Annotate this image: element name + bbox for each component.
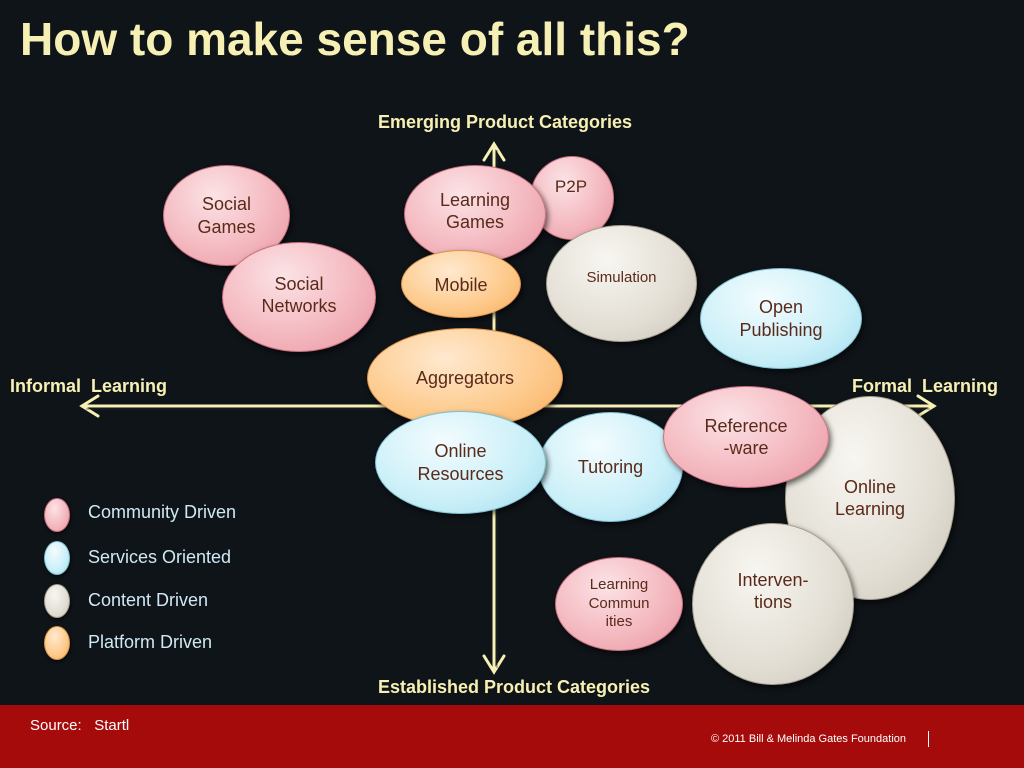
footer-bar: Source: Startl © 2011 Bill & Melinda Gat… xyxy=(0,705,1024,768)
bubble-open-publishing: Open Publishing xyxy=(700,268,862,369)
bubble-tutoring: Tutoring xyxy=(538,412,683,522)
legend-label: Services Oriented xyxy=(88,547,232,567)
legend-swatch-orange xyxy=(44,626,70,660)
axis-label-bottom: Established Product Categories xyxy=(378,677,651,697)
bubble-simulation: Simulation xyxy=(546,225,697,342)
axis-label-left: Informal Learning xyxy=(10,376,168,396)
left-arrow-head xyxy=(79,394,100,418)
bubble-social-networks: Social Networks xyxy=(222,242,376,352)
legend-swatch-grey xyxy=(44,584,70,618)
legend-swatch-pink xyxy=(44,498,70,532)
legend-item-community: Community Driven xyxy=(44,498,236,532)
legend-swatch-blue xyxy=(44,541,70,575)
axis-label-top: Emerging Product Categories xyxy=(378,112,633,132)
source-text: Source: Startl xyxy=(30,717,130,734)
legend-label: Community Driven xyxy=(88,502,237,522)
copyright-text: © 2011 Bill & Melinda Gates Foundation xyxy=(710,733,906,745)
legend-label: Platform Driven xyxy=(88,632,213,652)
bubble-learning-communities: Learning Commun ities xyxy=(555,557,683,651)
down-arrow-head xyxy=(482,654,506,675)
footer-divider xyxy=(928,731,929,747)
bubble-mobile: Mobile xyxy=(401,250,521,318)
axis-label-right: Formal Learning xyxy=(852,376,999,396)
bubble-referenceware: Reference -ware xyxy=(663,386,829,488)
bubble-learning-games: Learning Games xyxy=(404,165,546,263)
up-arrow-head xyxy=(482,141,506,162)
slide-title: How to make sense of all this? xyxy=(20,13,690,65)
legend-item-services: Services Oriented xyxy=(44,541,231,575)
bubble-online-resources: Online Resources xyxy=(375,411,546,514)
legend-label: Content Driven xyxy=(88,590,209,610)
bubble-interventions: Interven- tions xyxy=(692,523,854,685)
right-arrow-head xyxy=(916,394,937,418)
legend-item-content: Content Driven xyxy=(44,584,208,618)
legend-item-platform: Platform Driven xyxy=(44,626,212,660)
bubble-aggregators: Aggregators xyxy=(367,328,563,428)
